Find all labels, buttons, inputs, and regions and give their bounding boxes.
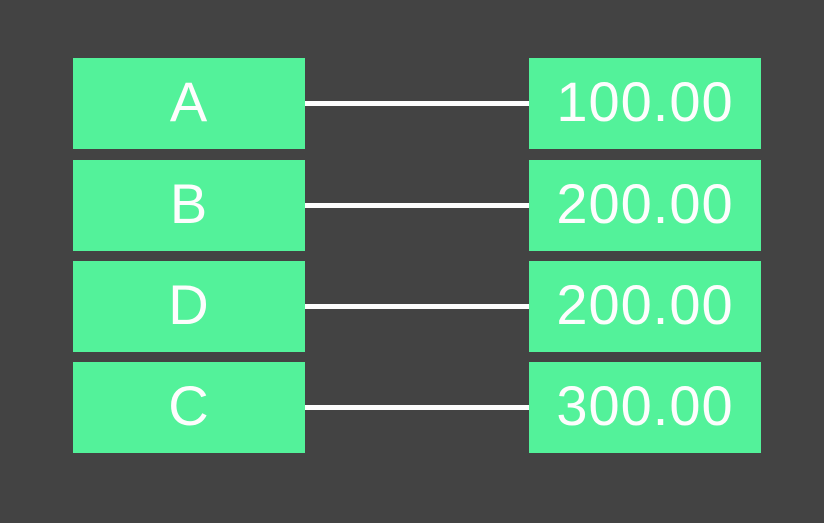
value-box-d[interactable]: 200.00 (529, 261, 761, 352)
label-box-b[interactable]: B (73, 160, 305, 251)
label-box-d[interactable]: D (73, 261, 305, 352)
value-box-b[interactable]: 200.00 (529, 160, 761, 251)
pair-label: D (168, 272, 210, 336)
connector-line-a (305, 101, 529, 106)
pair-row-d: D 200.00 (0, 261, 824, 352)
pair-value: 200.00 (556, 272, 734, 336)
value-box-c[interactable]: 300.00 (529, 362, 761, 453)
pair-label: C (168, 373, 210, 437)
pair-row-a: A 100.00 (0, 58, 824, 149)
pair-value: 200.00 (556, 171, 734, 235)
pair-value: 300.00 (556, 373, 734, 437)
pair-label: B (169, 171, 209, 235)
label-box-c[interactable]: C (73, 362, 305, 453)
pair-row-b: B 200.00 (0, 160, 824, 251)
connector-line-b (305, 203, 529, 208)
pair-value: 100.00 (556, 69, 734, 133)
connector-line-d (305, 304, 529, 309)
pair-row-c: C 300.00 (0, 362, 824, 453)
value-box-a[interactable]: 100.00 (529, 58, 761, 149)
pair-label: A (169, 69, 209, 133)
label-box-a[interactable]: A (73, 58, 305, 149)
connector-line-c (305, 405, 529, 410)
